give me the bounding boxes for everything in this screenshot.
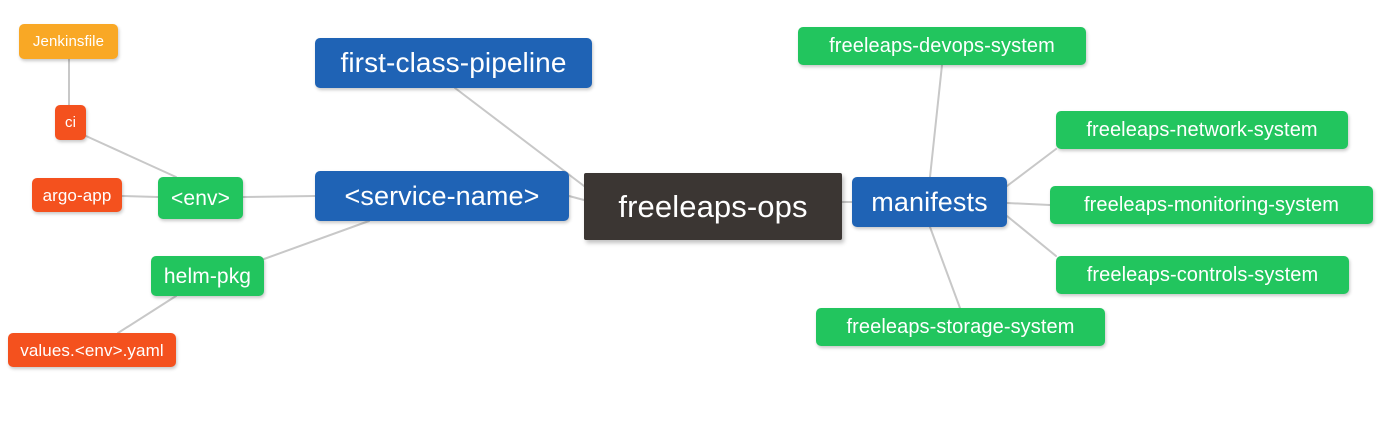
edge-helm-pkg-to-values-env-yaml — [117, 295, 177, 334]
node-first-class-pipeline[interactable]: first-class-pipeline — [315, 38, 592, 88]
edge-manifests-to-freeleaps-network-system — [1006, 148, 1057, 187]
edge-manifests-to-freeleaps-devops-system — [929, 64, 943, 178]
edge-manifests-to-freeleaps-controls-system — [1006, 215, 1057, 257]
node-freeleaps-storage-system[interactable]: freeleaps-storage-system — [816, 308, 1105, 346]
node-freeleaps-monitoring-system[interactable]: freeleaps-monitoring-system — [1050, 186, 1373, 224]
node-values-env-yaml[interactable]: values.<env>.yaml — [8, 333, 176, 367]
node-ci[interactable]: ci — [55, 105, 86, 140]
node-freeleaps-devops-system[interactable]: freeleaps-devops-system — [798, 27, 1086, 65]
node-freeleaps-ops[interactable]: freeleaps-ops — [584, 173, 842, 240]
node-service-name[interactable]: <service-name> — [315, 171, 569, 221]
edge-env-to-ci — [85, 135, 177, 178]
edge-service-name-to-freeleaps-ops — [568, 195, 585, 201]
edge-service-name-to-env — [242, 195, 316, 198]
node-env[interactable]: <env> — [158, 177, 243, 219]
edge-env-to-argo-app — [121, 195, 159, 198]
node-freeleaps-network-system[interactable]: freeleaps-network-system — [1056, 111, 1348, 149]
edge-manifests-to-freeleaps-storage-system — [929, 226, 961, 309]
node-freeleaps-controls-system[interactable]: freeleaps-controls-system — [1056, 256, 1349, 294]
node-helm-pkg[interactable]: helm-pkg — [151, 256, 264, 296]
edge-service-name-to-helm-pkg — [263, 220, 370, 260]
node-manifests[interactable]: manifests — [852, 177, 1007, 227]
edge-manifests-to-freeleaps-monitoring-system — [1006, 202, 1051, 206]
node-jenkinsfile[interactable]: Jenkinsfile — [19, 24, 118, 59]
node-argo-app[interactable]: argo-app — [32, 178, 122, 212]
